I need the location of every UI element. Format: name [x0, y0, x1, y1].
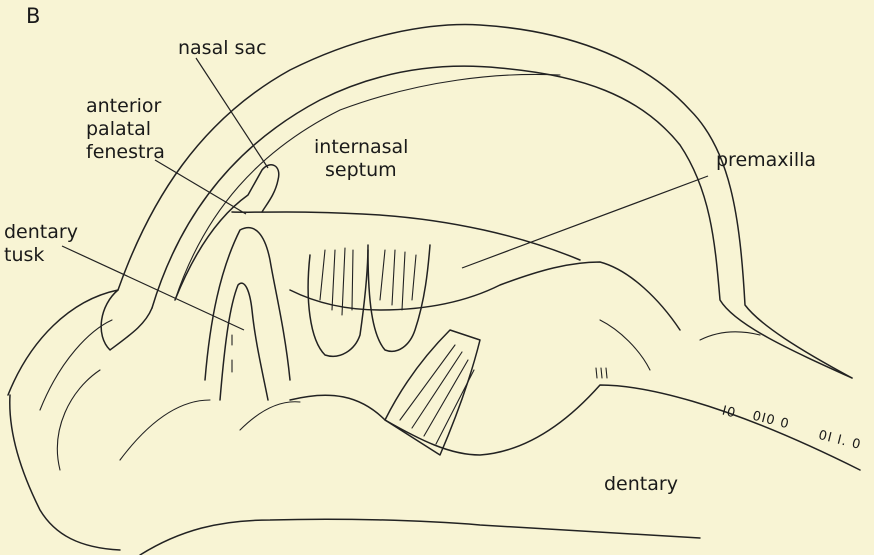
leader-dentary-tusk — [62, 246, 244, 330]
tooth-right — [368, 245, 430, 351]
foramen-marks — [596, 368, 607, 378]
label-dentary: dentary — [604, 474, 678, 495]
label-nasal-sac: nasal sac — [178, 38, 267, 59]
label-premaxilla: premaxilla — [716, 150, 816, 171]
fan-process — [385, 330, 480, 455]
label-dentary-tusk-line2: tusk — [4, 245, 44, 266]
dentary-lower-outline — [140, 519, 700, 555]
label-anterior-palatal-fenestra-line3: fenestra — [86, 142, 165, 163]
label-anterior-palatal-fenestra-line1: anterior — [86, 96, 161, 117]
dentary-tusk-outline — [205, 228, 290, 380]
palatal-line — [232, 212, 580, 260]
label-dentary-tusk-line1: dentary — [4, 222, 78, 243]
leader-premaxilla — [462, 176, 708, 268]
dentary-tusk-inner — [220, 283, 268, 400]
snout-outline — [8, 290, 152, 395]
maxillary-outline — [290, 262, 680, 330]
inner-arch-outline — [152, 66, 852, 378]
leader-nasal-sac — [196, 58, 268, 168]
jaw-curve — [120, 400, 300, 460]
panel-letter: B — [26, 6, 40, 27]
label-internasal-septum-line1: internasal — [314, 137, 408, 158]
label-internasal-septum-line2: septum — [325, 160, 397, 181]
coronoid-curve — [600, 320, 760, 370]
nasal-sac-outline — [175, 165, 279, 300]
left-inner-curve-2 — [57, 370, 100, 470]
label-anterior-palatal-fenestra-line2: palatal — [86, 119, 151, 140]
lower-left-outline — [10, 395, 120, 550]
